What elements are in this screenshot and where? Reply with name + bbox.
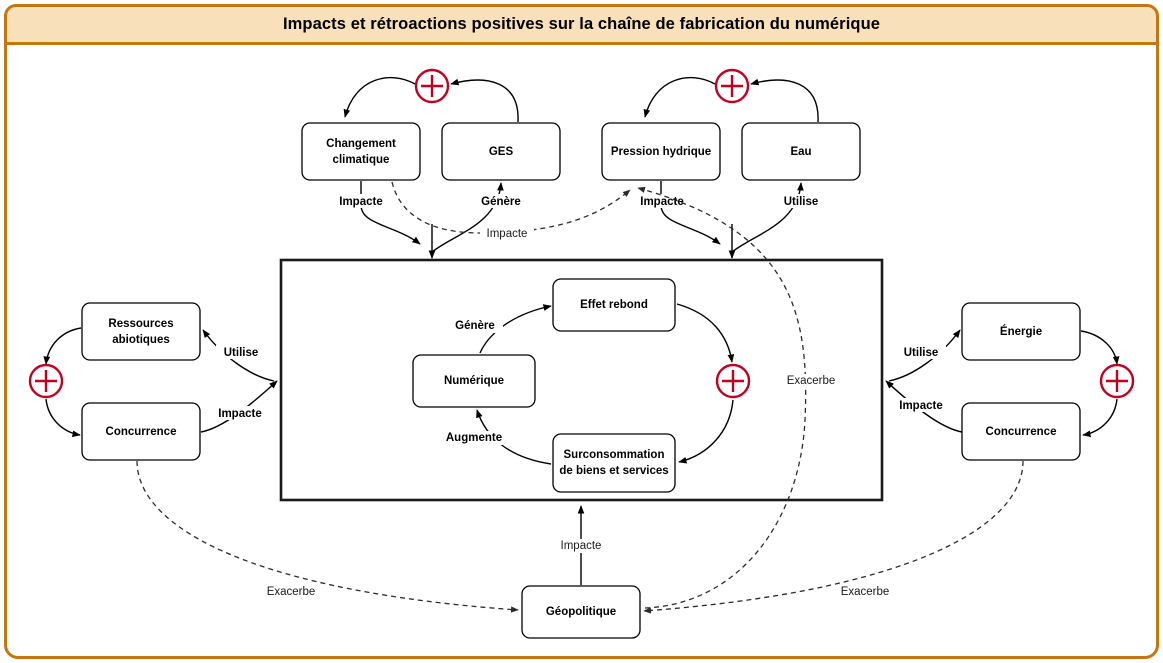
edge-label-utilise-eau: Utilise — [784, 196, 819, 208]
node-energie[interactable] — [961, 302, 1081, 361]
edge-dashed-concurrence-droite-exacerbe — [643, 460, 1024, 614]
node-ressources-abiotiques-label-line1: Ressources — [108, 318, 173, 330]
edge-label-pression-hydrique-impacte: Impacte — [640, 196, 683, 208]
edge-dashed-geopolitique-exacerbe-pression-hydrique — [637, 186, 807, 609]
edge-dashed-concurrence-gauche-exacerbe — [136, 460, 519, 613]
edge-plus-gauche-to-concurrence — [45, 398, 81, 438]
edge-surconsommation-augmente-numerique — [476, 409, 552, 465]
edge-effet-rebond-to-plus-centre — [676, 303, 735, 363]
edge-plus-droite-to-concurrence — [1082, 398, 1118, 438]
node-surconsommation-label-line2: de biens et services — [559, 465, 668, 477]
edge-label-right-impacte: Impacte — [899, 400, 942, 412]
edge-pression-hydrique-impacte — [660, 181, 721, 245]
label-bg-right-utilise — [896, 345, 946, 359]
node-changement-climatique[interactable] — [301, 122, 421, 181]
label-bg-center-genere — [449, 319, 503, 333]
plus-centre-icon — [715, 363, 751, 399]
label-bg-exacerbe-left — [262, 585, 320, 599]
label-bg-center-augmente — [442, 431, 506, 445]
edge-ges-to-plus — [450, 78, 519, 123]
label-bg-ph-impacte — [633, 194, 691, 208]
node-effet-rebond[interactable] — [552, 278, 676, 332]
label-bg-right-impacte — [892, 398, 950, 412]
page-title: Impacts et rétroactions positives sur la… — [282, 15, 881, 33]
node-concurrence-droite-label: Concurrence — [986, 426, 1057, 438]
plus-eau-pression-icon — [714, 68, 750, 104]
label-bg-cc-impacte — [332, 194, 390, 208]
edge-energie-to-plus-droite — [1080, 330, 1120, 365]
node-ressources-abiotiques[interactable] — [81, 302, 201, 361]
edge-label-center-genere: Génère — [455, 320, 495, 332]
node-surconsommation[interactable] — [552, 433, 676, 493]
node-concurrence-gauche-label: Concurrence — [106, 426, 177, 438]
label-bg-geo-impacte — [552, 539, 610, 553]
node-effet-rebond-label: Effet rebond — [580, 299, 648, 311]
edge-utilise-ressources — [202, 329, 275, 382]
edge-label-cc-to-pression-hydrique: Impacte — [487, 228, 528, 240]
edge-plus-to-pression-hydrique — [643, 76, 716, 118]
edge-label-center-augmente: Augmente — [446, 432, 502, 444]
edge-label-exacerbe-right: Exacerbe — [841, 586, 890, 598]
label-bg-left-utilise — [216, 345, 266, 359]
edge-genere-ges — [431, 182, 504, 253]
edge-label-exacerbe-center: Exacerbe — [787, 375, 836, 387]
title-bar: Impacts et rétroactions positives sur la… — [4, 4, 1159, 45]
node-concurrence-gauche[interactable] — [81, 402, 201, 461]
node-numerique[interactable] — [412, 354, 536, 408]
node-eau[interactable] — [741, 122, 861, 181]
plus-climat-ges-icon — [414, 68, 450, 104]
label-bg-left-impacte — [211, 406, 269, 420]
node-pression-hydrique[interactable] — [601, 122, 721, 181]
label-bg-cc-ph-impacte — [480, 227, 534, 240]
edge-plus-to-changement-climatique — [343, 76, 416, 118]
node-changement-climatique-label-line1: Changement — [326, 138, 396, 150]
node-energie-label: Énergie — [1000, 325, 1042, 338]
edge-label-genere-ges: Génère — [481, 196, 521, 208]
node-surconsommation-label-line1: Surconsommation — [564, 449, 665, 461]
node-eau-label: Eau — [790, 146, 811, 158]
node-ressources-abiotiques-label-line2: abiotiques — [112, 334, 170, 346]
edge-concurrence-droite-impacte — [885, 380, 963, 433]
edge-label-changement-climatique-impacte: Impacte — [339, 196, 382, 208]
label-bg-ges-genere — [474, 194, 528, 208]
node-ges-label: GES — [489, 146, 514, 158]
edge-plus-centre-to-surconsommation — [678, 399, 734, 464]
edge-label-left-impacte: Impacte — [218, 408, 261, 420]
central-container — [279, 258, 884, 502]
plus-droite-icon — [1099, 363, 1135, 399]
edge-label-geopolitique-impacte: Impacte — [561, 540, 602, 552]
node-changement-climatique-label-line2: climatique — [333, 154, 390, 166]
edge-ressources-to-plus-gauche — [43, 327, 82, 365]
edge-label-left-utilise: Utilise — [224, 347, 259, 359]
edge-changement-climatique-impacte — [360, 181, 421, 245]
node-ges[interactable] — [441, 122, 561, 181]
label-bg-eau-utilise — [776, 194, 826, 208]
node-numerique-label: Numérique — [444, 375, 504, 387]
edge-label-right-utilise: Utilise — [904, 347, 939, 359]
label-bg-exacerbe-center — [782, 374, 840, 388]
edge-utilise-energie — [888, 329, 961, 382]
node-pression-hydrique-label: Pression hydrique — [611, 146, 711, 158]
label-bg-exacerbe-right — [836, 585, 894, 599]
node-geopolitique-label: Géopolitique — [546, 606, 616, 618]
edge-label-exacerbe-left: Exacerbe — [267, 586, 316, 598]
node-geopolitique[interactable] — [521, 585, 641, 639]
edge-eau-to-plus — [750, 78, 819, 123]
edge-utilise-eau — [731, 182, 804, 253]
plus-gauche-icon — [28, 363, 64, 399]
